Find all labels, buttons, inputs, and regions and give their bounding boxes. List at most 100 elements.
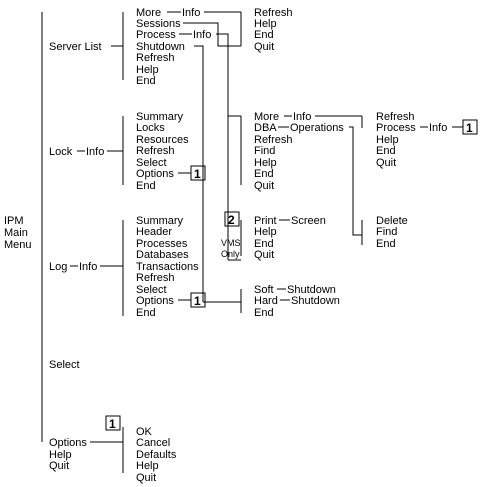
- main-item-log-info: Info: [79, 261, 97, 273]
- vms-label: VMS: [221, 238, 241, 248]
- shutdown-item-hard-shutdown: Shutdown: [291, 295, 340, 307]
- log-item-select: Select: [136, 284, 167, 296]
- options-menu: OK Cancel Defaults Help Quit: [136, 426, 177, 484]
- lock-item-options: Options: [136, 168, 174, 180]
- process-info-connector: [216, 33, 229, 260]
- ref-box-1-process-label: 1: [466, 121, 473, 135]
- lock-item-refresh: Refresh: [136, 145, 175, 157]
- process-sub-item-quit: Quit: [254, 180, 274, 192]
- server-item-sessions: Sessions: [136, 18, 181, 30]
- main-item-server-list: Server List: [49, 41, 102, 53]
- ref-box-1-lock: [190, 165, 206, 181]
- root-label-menu: Menu: [4, 239, 32, 251]
- options-item-defaults: Defaults: [136, 449, 177, 461]
- process-sub-item-help: Help: [254, 157, 277, 169]
- log-info-menu: Summary Header Processes Databases Trans…: [136, 215, 206, 319]
- server-item-more: More: [136, 7, 161, 19]
- process-sub-item-more: More: [254, 111, 279, 123]
- options-item-help: Help: [136, 460, 159, 472]
- main-item-lock-info: Info: [86, 146, 104, 158]
- log-item-options: Options: [136, 295, 174, 307]
- main-item-select: Select: [49, 359, 80, 371]
- operations-item-end: End: [376, 238, 396, 250]
- print-item-end: End: [254, 238, 274, 250]
- ref-box-1-process: [462, 119, 478, 135]
- options-item-quit: Quit: [136, 472, 156, 484]
- print-item-screen: Screen: [291, 215, 326, 227]
- more-info-item-end: End: [254, 29, 274, 41]
- log-item-transactions: Transactions: [136, 261, 199, 273]
- ref-box-1-options-label: 1: [109, 417, 116, 431]
- more-info2-item-process: Process: [376, 122, 416, 134]
- only-label: Only: [221, 249, 240, 259]
- process-sub-item-more-info: Info: [293, 111, 311, 123]
- main-item-options: Options: [49, 437, 87, 449]
- ref-box-1-options: [105, 415, 121, 431]
- ref-box-1-log-label: 1: [194, 294, 201, 308]
- more-info2-item-end: End: [376, 145, 396, 157]
- lock-info-menu: Summary Locks Resources Refresh Select O…: [136, 111, 206, 192]
- more-info-item-quit: Quit: [254, 41, 274, 53]
- process-sub-menu: More Info DBA Operations Refresh Find He…: [254, 111, 362, 236]
- server-item-refresh: Refresh: [136, 52, 175, 64]
- lock-item-select: Select: [136, 157, 167, 169]
- main-item-lock: Lock: [49, 146, 73, 158]
- more-info2-item-quit: Quit: [376, 157, 396, 169]
- server-item-help: Help: [136, 64, 159, 76]
- server-item-end: End: [136, 75, 156, 87]
- lock-item-summary: Summary: [136, 111, 184, 123]
- shutdown-item-soft-shutdown: Shutdown: [287, 284, 336, 296]
- main-item-log: Log: [49, 261, 67, 273]
- main-item-help: Help: [49, 449, 72, 461]
- lock-item-locks: Locks: [136, 122, 165, 134]
- shutdown-item-soft: Soft: [254, 284, 274, 296]
- main-item-quit: Quit: [49, 460, 69, 472]
- ref-box-1-log: [190, 292, 206, 308]
- more-info-menu: Refresh Help End Quit: [254, 7, 293, 53]
- server-item-process-info: Info: [193, 29, 211, 41]
- root-node: IPM Main Menu: [4, 215, 32, 251]
- process-sub-item-find: Find: [254, 145, 275, 157]
- shutdown-menu: Soft Shutdown Hard Shutdown End: [254, 284, 340, 319]
- main-menu: Server List Lock Info Log Info Select Op…: [49, 41, 123, 472]
- ref-box-2: [224, 211, 240, 227]
- log-item-databases: Databases: [136, 249, 189, 261]
- options-item-cancel: Cancel: [136, 437, 170, 449]
- log-item-summary: Summary: [136, 215, 184, 227]
- root-label-main: Main: [4, 227, 28, 239]
- print-item-print: Print: [254, 215, 277, 227]
- shutdown-connector: [194, 45, 204, 302]
- shutdown-item-end: End: [254, 307, 274, 319]
- more-info-item-help: Help: [254, 18, 277, 30]
- shutdown-item-hard: Hard: [254, 295, 278, 307]
- options-item-ok: OK: [136, 426, 153, 438]
- log-item-refresh: Refresh: [136, 272, 175, 284]
- server-item-process: Process: [136, 29, 176, 41]
- operations-item-find: Find: [376, 226, 397, 238]
- root-label-ipm: IPM: [4, 215, 24, 227]
- server-item-more-info: Info: [182, 7, 200, 19]
- print-menu: Print Screen Help End Quit: [254, 215, 326, 261]
- ref-box-2-label: 2: [228, 213, 235, 227]
- log-item-end: End: [136, 307, 156, 319]
- process-sub-item-refresh: Refresh: [254, 134, 293, 146]
- ref-box-1-lock-label: 1: [194, 167, 201, 181]
- log-item-processes: Processes: [136, 238, 188, 250]
- lock-item-end: End: [136, 180, 156, 192]
- operations-item-delete: Delete: [376, 215, 408, 227]
- operations-menu: Delete Find End: [376, 215, 408, 250]
- print-item-help: Help: [254, 226, 277, 238]
- more-info2-menu: Refresh Process Info 1 Help End Quit: [376, 111, 478, 169]
- print-item-quit: Quit: [254, 249, 274, 261]
- server-list-menu: More Info Sessions Process Info Shutdown…: [136, 7, 241, 302]
- lock-item-resources: Resources: [136, 134, 189, 146]
- more-info2-item-refresh: Refresh: [376, 111, 415, 123]
- process-sub-item-operations: Operations: [290, 122, 344, 134]
- process-sub-item-end: End: [254, 168, 274, 180]
- log-item-header: Header: [136, 226, 172, 238]
- more-info2-item-help: Help: [376, 134, 399, 146]
- process-sub-item-dba: DBA: [254, 122, 277, 134]
- operations-connector: [349, 126, 362, 236]
- more-info2-item-process-info: Info: [429, 122, 447, 134]
